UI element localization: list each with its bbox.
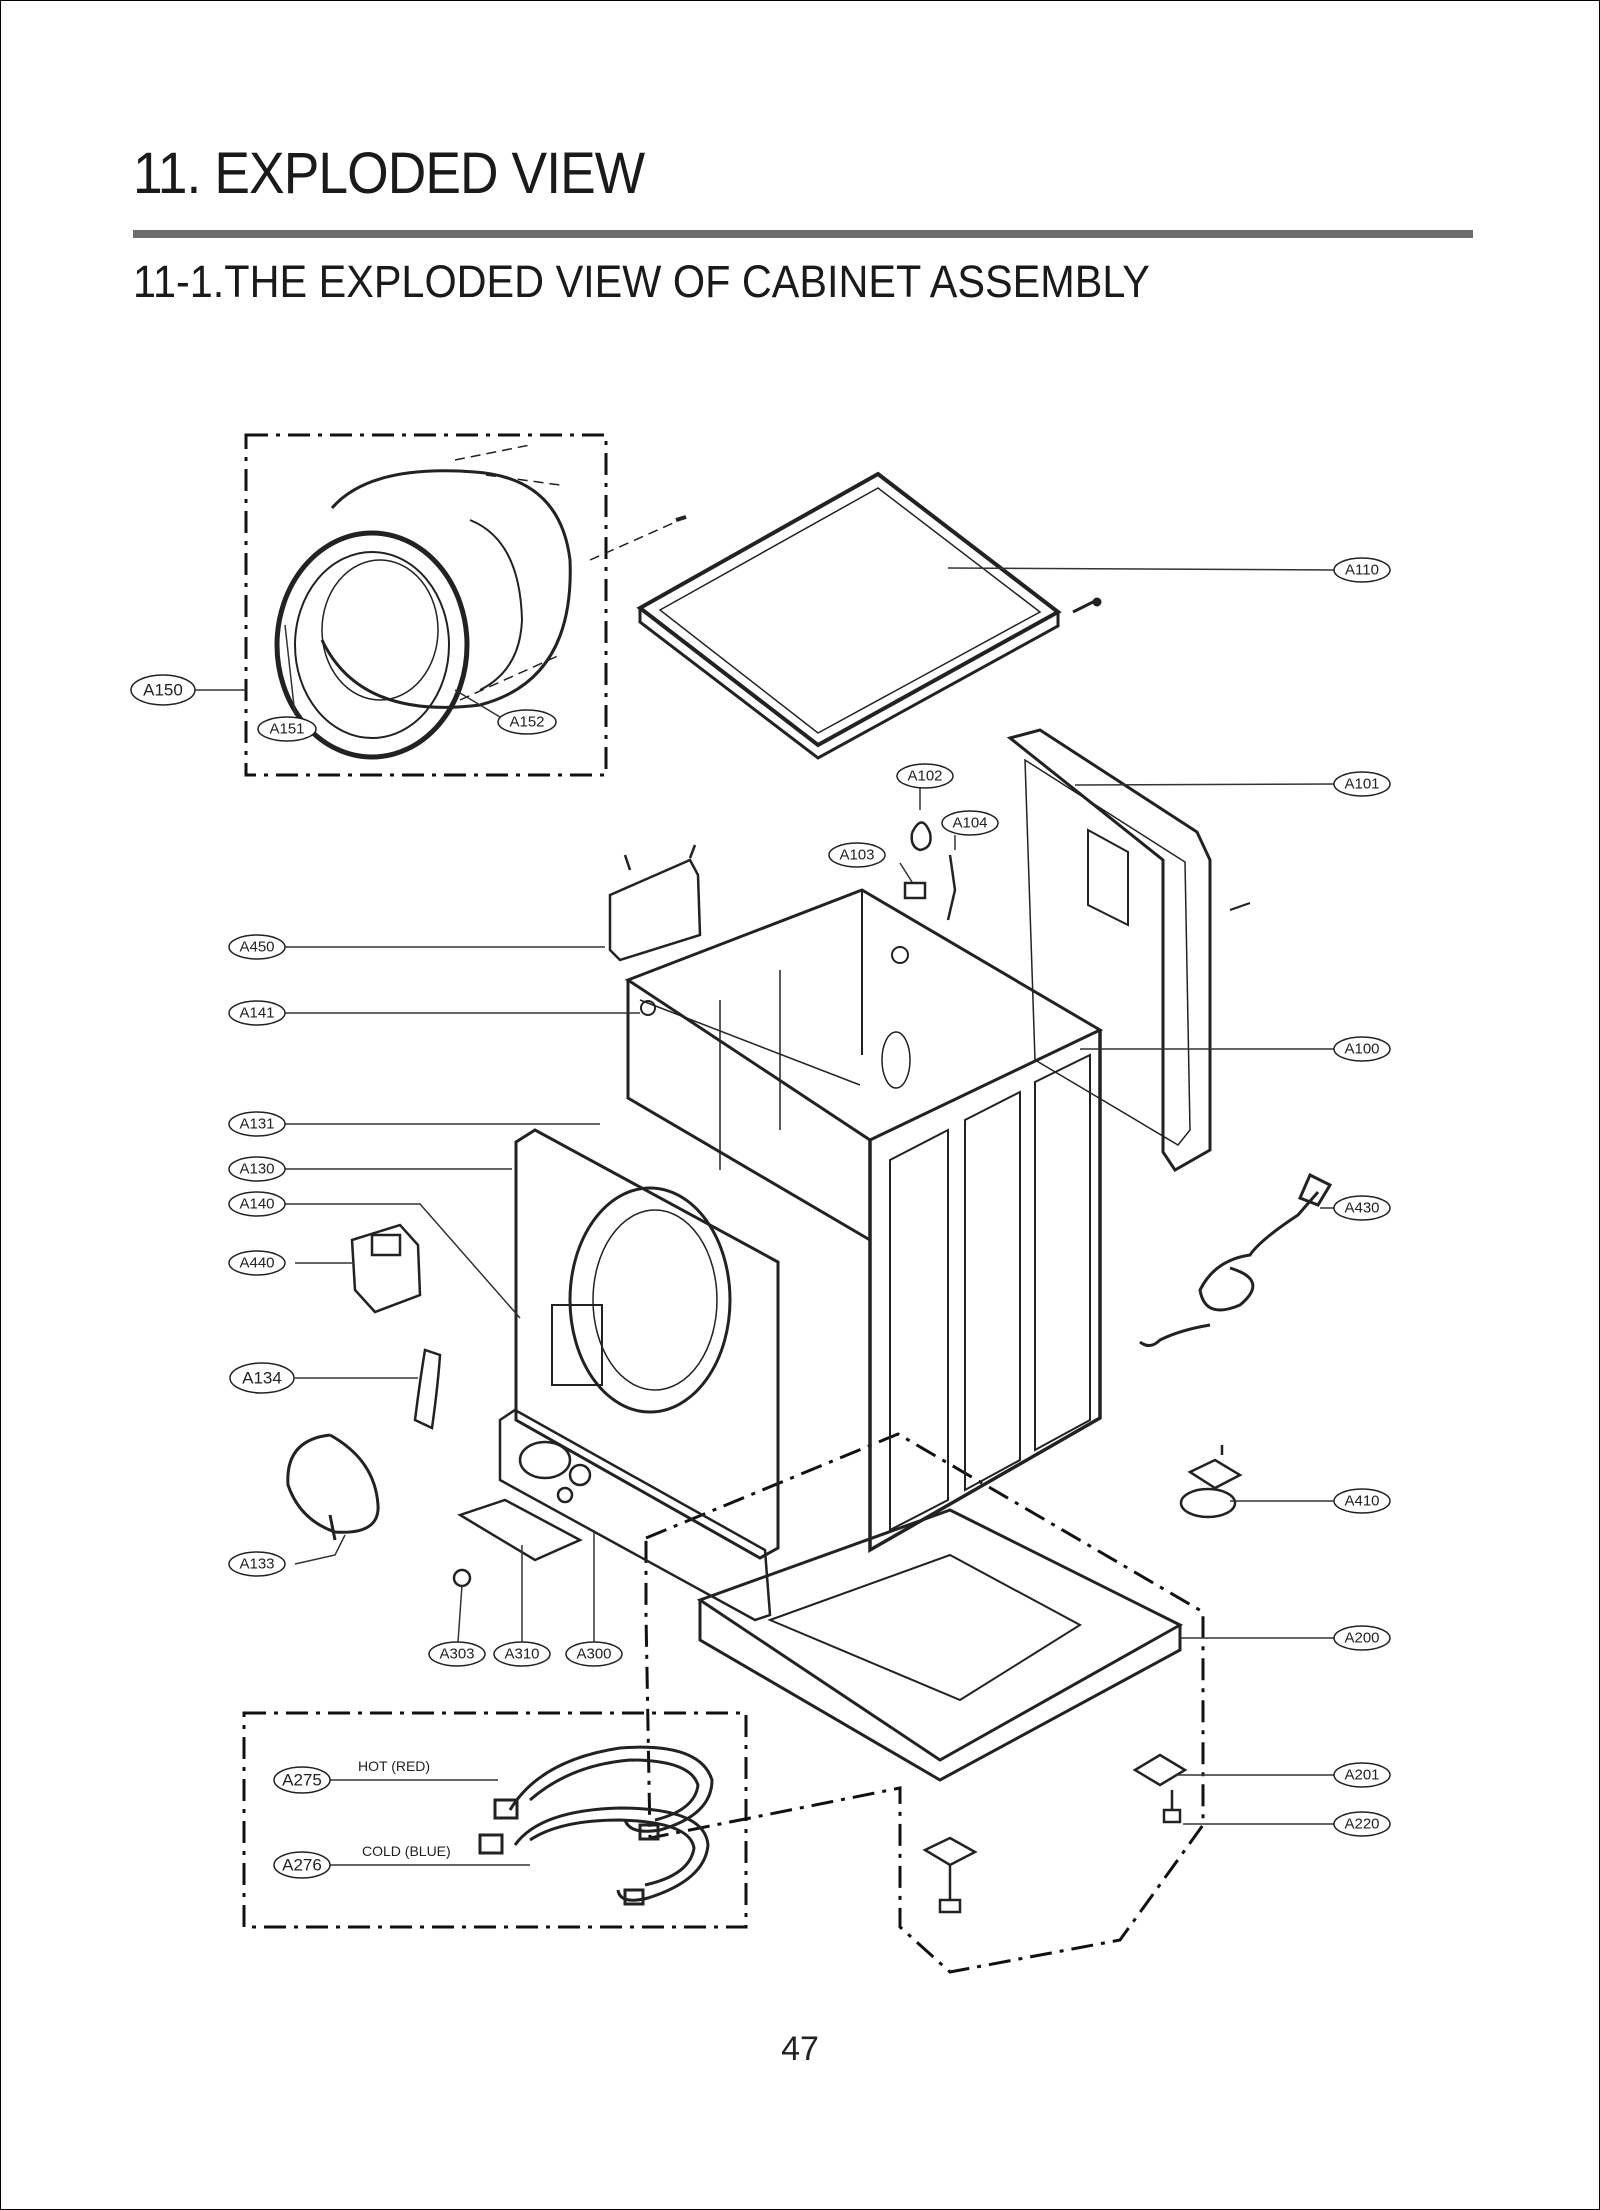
callout-a101: A101 [1344,776,1379,793]
callout-a430: A430 [1344,1200,1379,1217]
leader-lines [195,567,1337,1866]
callout-a220: A220 [1344,1816,1379,1833]
dispenser-box [608,844,702,962]
page-number: 47 [781,2030,819,2068]
callout-a150: A150 [143,681,183,700]
lower-front-panel [452,1408,772,1622]
clamp-ring [286,1433,380,1541]
hot-hose-note: HOT (RED) [358,1758,430,1774]
top-plate [636,471,1102,760]
door-assembly [274,444,687,760]
door-group-box [244,433,608,777]
callout-ellipses [130,557,1391,1879]
callout-a103: A103 [839,847,874,864]
cabinet-body [624,888,1104,1554]
rear-panel [1006,728,1251,1172]
power-cord [1139,1172,1333,1347]
callout-a151: A151 [269,721,304,738]
base-group-outline [644,1432,1205,1974]
title-rule [133,230,1473,238]
door-lock [350,1223,422,1314]
callout-a104: A104 [952,815,987,832]
callout-a134: A134 [242,1369,282,1388]
callout-a110: A110 [1345,562,1379,579]
callout-a310: A310 [504,1646,539,1663]
callout-a141: A141 [239,1005,274,1022]
callout-a275: A275 [282,1771,322,1790]
water-hoses [478,1745,714,1906]
callout-a131: A131 [239,1116,274,1133]
front-panel [514,1128,780,1560]
callout-a100: A100 [1344,1041,1379,1058]
callout-a276: A276 [282,1856,322,1875]
callout-a200: A200 [1344,1630,1379,1647]
callout-a133: A133 [239,1556,274,1573]
page-title: 11. EXPLODED VIEW [133,141,645,206]
door-latch [413,1348,442,1430]
small-top-parts [903,821,957,921]
hose-group-box [242,1711,748,1929]
callout-a410: A410 [1344,1493,1379,1510]
callout-a300: A300 [576,1646,611,1663]
section-subtitle: 11-1.THE EXPLODED VIEW OF CABINET ASSEMB… [133,256,1150,307]
base-frame [696,1508,1184,1782]
callout-a440: A440 [239,1255,274,1272]
callout-a130: A130 [239,1161,274,1178]
callout-a303: A303 [439,1646,474,1663]
callout-a152: A152 [509,714,544,731]
callout-a140: A140 [239,1196,274,1213]
callout-a102: A102 [907,768,942,785]
callout-a201: A201 [1344,1767,1379,1784]
leveling-feet [922,1753,1188,1914]
valve-part [1179,1445,1243,1519]
callout-a450: A450 [239,939,274,956]
cold-hose-note: COLD (BLUE) [362,1843,451,1859]
